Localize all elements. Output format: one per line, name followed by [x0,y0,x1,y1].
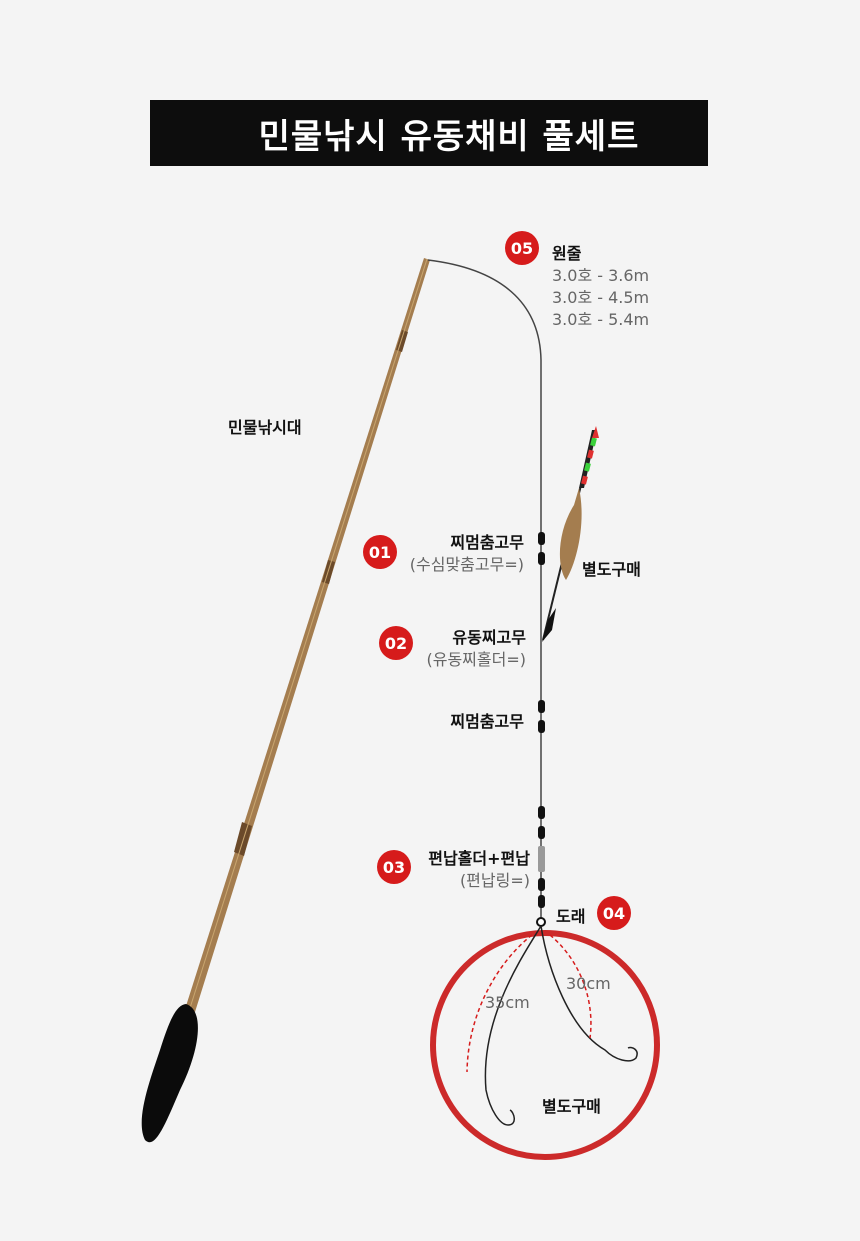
title-banner: 민물낚시 유동채비 풀세트 [150,100,708,166]
stopper1-label: 찌멈춤고무 [450,533,524,552]
sinker-label: 편납홀더+편납 [428,849,530,868]
main-line-spec-3: 3.0호 - 5.4m [552,310,650,329]
float-holder-label: 유동찌고무 [452,628,526,647]
hook-leaders [466,925,638,1126]
badge-02: 02 [379,626,413,660]
leader-length-35: 35cm [485,993,530,1012]
main-line-spec-2: 3.0호 - 4.5m [552,288,650,307]
main-line-label: 원줄 [552,244,582,263]
stopper2-label: 찌멈춤고무 [450,712,524,731]
swivel-label: 도래 [556,907,586,926]
leader-length-30: 30cm [566,974,611,993]
hooks-circle [430,930,660,1160]
main-line-spec-1: 3.0호 - 3.6m [552,266,650,285]
line-components [536,532,546,927]
sinker-alt: (편납링=) [459,871,530,890]
fishing-rod [141,258,430,1143]
badge-04: 04 [597,896,631,930]
float [542,426,599,642]
badge-05: 05 [505,231,539,265]
badge-01: 01 [363,535,397,569]
rod-handle [141,1004,198,1143]
stopper1-alt: (수심맞춤고무=) [409,555,524,574]
badge-03: 03 [377,850,411,884]
float-purchase-label: 별도구매 [582,560,641,579]
float-holder-alt: (유동찌홀더=) [426,650,527,669]
rod-label: 민물낚시대 [228,418,302,437]
hooks-purchase-label: 별도구매 [542,1097,601,1116]
title: 민물낚시 유동채비 풀세트 [258,116,640,157]
main-line [427,259,542,920]
